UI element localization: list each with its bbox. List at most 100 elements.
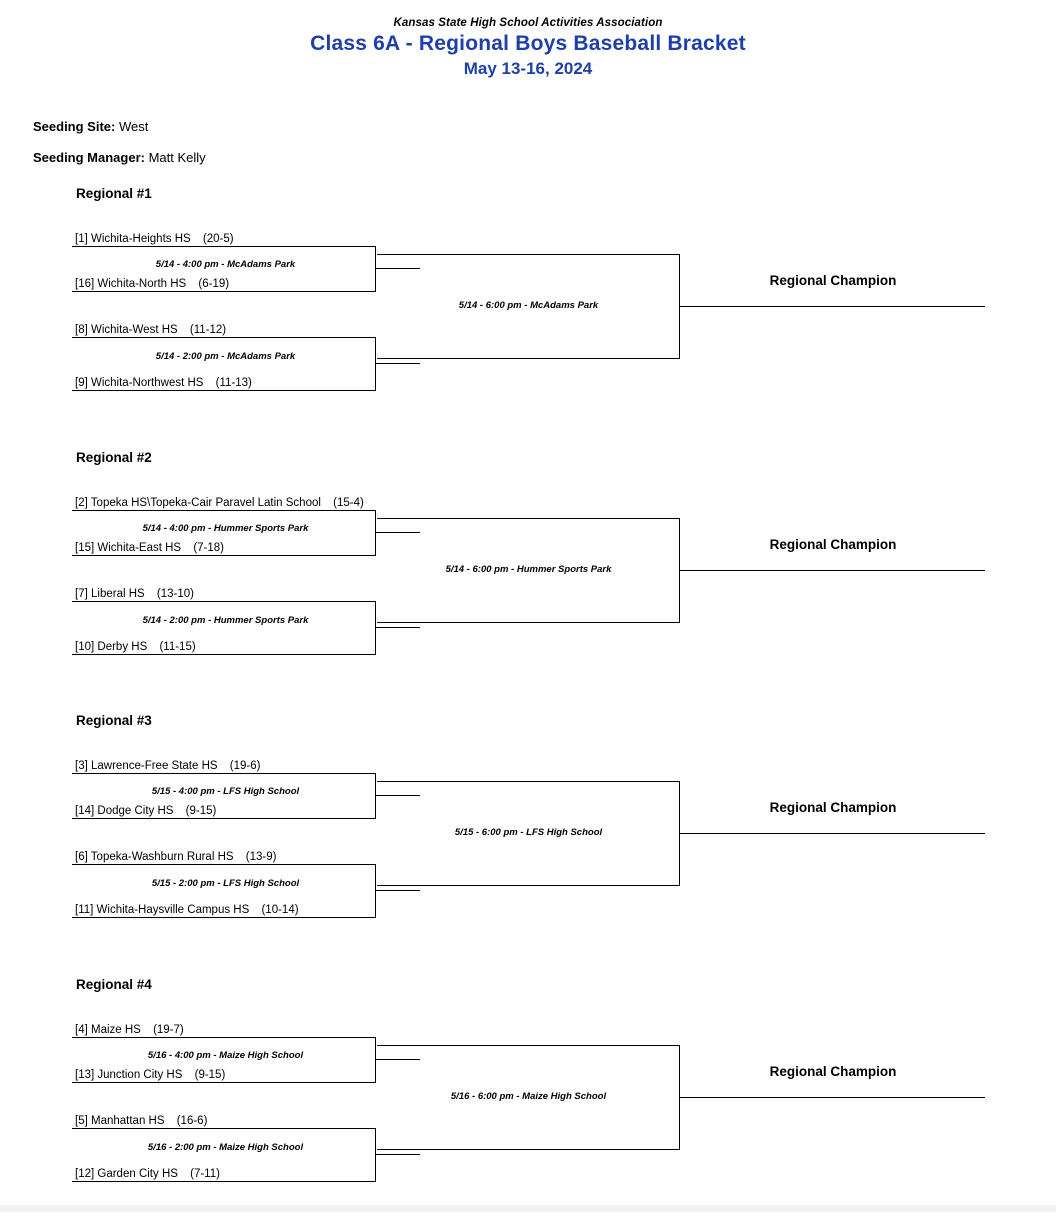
page-title: Class 6A - Regional Boys Baseball Bracke… xyxy=(310,32,746,55)
event-dates: May 13-16, 2024 xyxy=(463,59,593,78)
team-slot[interactable]: [16] Wichita-North HS (6-19) xyxy=(72,277,376,292)
team-slot[interactable]: [3] Lawrence-Free State HS (19-6) xyxy=(72,759,376,774)
team-seed: [11] xyxy=(75,904,94,916)
team-slot[interactable]: [2] Topeka HS\Topeka-Cair Paravel Latin … xyxy=(72,496,376,511)
team-record: (11-12) xyxy=(189,324,227,336)
regional-champion-blank-line[interactable] xyxy=(683,1097,985,1098)
regional-champion-blank-line[interactable] xyxy=(683,833,985,834)
team-name: Wichita-Haysville Campus HS xyxy=(96,904,250,916)
team-slot[interactable]: [6] Topeka-Washburn Rural HS (13-9) xyxy=(72,850,376,865)
game-time-venue: 5/16 - 4:00 pm - Maize High School xyxy=(147,1050,304,1061)
team-seed: [9] xyxy=(75,377,88,389)
regional-champion-label: Regional Champion xyxy=(769,273,897,288)
team-record: (10-14) xyxy=(261,904,299,916)
bracket-connector-line xyxy=(376,890,420,891)
seeding-manager: Seeding Manager: Matt Kelly xyxy=(33,150,206,165)
regional-champion-label: Regional Champion xyxy=(769,1064,897,1079)
regional-bracket-4: Regional #4 [4] Maize HS (19-7) [13] Junct… xyxy=(0,977,1056,1217)
team-record: (13-9) xyxy=(245,851,277,863)
semifinal-time-venue: 5/14 - 6:00 pm - Hummer Sports Park xyxy=(445,564,612,575)
team-name: Garden City HS xyxy=(97,1168,178,1180)
team-name: Manhattan HS xyxy=(91,1115,165,1127)
game-time-venue: 5/14 - 2:00 pm - Hummer Sports Park xyxy=(142,615,309,626)
team-name: Wichita-Northwest HS xyxy=(91,377,204,389)
team-seed: [2] xyxy=(75,497,88,509)
team-name: Wichita-Heights HS xyxy=(91,233,191,245)
regional-bracket-2: Regional #2 [2] Topeka HS\Topeka-Cair Par… xyxy=(0,450,1056,690)
team-record: (6-19) xyxy=(198,278,230,290)
team-seed: [3] xyxy=(75,760,88,772)
team-seed: [12] xyxy=(75,1168,95,1180)
seeding-manager-value: Matt Kelly xyxy=(148,150,206,165)
team-record: (9-15) xyxy=(194,1069,226,1081)
footer-band xyxy=(0,1205,1056,1212)
team-slot[interactable]: [5] Manhattan HS (16-6) xyxy=(72,1114,376,1129)
team-name: Dodge City HS xyxy=(97,805,174,817)
regional-bracket-1: Regional #1 [1] Wichita-Heights HS (20-5)… xyxy=(0,186,1056,426)
team-seed: [7] xyxy=(75,588,88,600)
team-seed: [1] xyxy=(75,233,88,245)
regional-heading: Regional #3 xyxy=(76,713,152,728)
team-record: (19-7) xyxy=(153,1024,184,1036)
regional-champion-label: Regional Champion xyxy=(769,800,897,815)
seeding-manager-label: Seeding Manager: xyxy=(33,150,145,165)
regional-champion-label: Regional Champion xyxy=(769,537,897,552)
game-time-venue: 5/15 - 2:00 pm - LFS High School xyxy=(151,878,300,889)
team-slot[interactable]: [11] Wichita-Haysville Campus HS (10-14) xyxy=(72,903,376,918)
team-slot[interactable]: [14] Dodge City HS (9-15) xyxy=(72,804,376,819)
game-time-venue: 5/16 - 2:00 pm - Maize High School xyxy=(147,1142,304,1153)
seeding-site: Seeding Site: West xyxy=(33,119,148,134)
team-slot[interactable]: [10] Derby HS (11-15) xyxy=(72,640,376,655)
team-record: (19-6) xyxy=(229,760,261,772)
team-name: Topeka-Washburn Rural HS xyxy=(90,851,234,863)
regional-champion-blank-line[interactable] xyxy=(683,570,985,571)
association-name: Kansas State High School Activities Asso… xyxy=(393,17,663,29)
team-name: Lawrence-Free State HS xyxy=(91,760,218,772)
regional-heading: Regional #1 xyxy=(76,186,152,201)
first-round-game-box xyxy=(75,1129,376,1182)
team-record: (15-4) xyxy=(333,497,364,509)
team-record: (9-15) xyxy=(185,805,217,817)
team-name: Wichita-West HS xyxy=(91,324,178,336)
first-round-game-box xyxy=(75,602,376,655)
regional-heading: Regional #4 xyxy=(76,977,152,992)
team-slot[interactable]: [13] Junction City HS (9-15) xyxy=(72,1068,376,1083)
team-seed: [15] xyxy=(75,542,95,554)
team-record: (7-11) xyxy=(190,1168,220,1180)
first-round-game-box xyxy=(75,338,376,391)
seeding-site-label: Seeding Site: xyxy=(33,119,116,134)
team-seed: [4] xyxy=(75,1024,88,1036)
team-name: Junction City HS xyxy=(97,1069,183,1081)
team-slot[interactable]: [1] Wichita-Heights HS (20-5) xyxy=(72,232,376,247)
first-round-game-box xyxy=(75,247,376,292)
team-record: (20-5) xyxy=(202,233,234,245)
game-time-venue: 5/15 - 4:00 pm - LFS High School xyxy=(151,786,300,797)
team-record: (16-6) xyxy=(176,1115,208,1127)
team-slot[interactable]: [12] Garden City HS (7-11) xyxy=(72,1167,376,1182)
team-slot[interactable]: [8] Wichita-West HS (11-12) xyxy=(72,323,376,338)
team-slot[interactable]: [9] Wichita-Northwest HS (11-13) xyxy=(72,376,376,391)
team-seed: [6] xyxy=(75,851,88,863)
bracket-connector-line xyxy=(376,1154,420,1155)
semifinal-time-venue: 5/16 - 6:00 pm - Maize High School xyxy=(450,1091,607,1102)
team-slot[interactable]: [4] Maize HS (19-7) xyxy=(72,1023,376,1038)
game-time-venue: 5/14 - 4:00 pm - Hummer Sports Park xyxy=(142,523,309,534)
team-seed: [16] xyxy=(75,278,95,290)
team-record: (7-18) xyxy=(193,542,224,554)
bracket-connector-line xyxy=(376,532,420,533)
team-name: Maize HS xyxy=(91,1024,141,1036)
game-time-venue: 5/14 - 2:00 pm - McAdams Park xyxy=(155,351,296,362)
regional-champion-blank-line[interactable] xyxy=(683,306,985,307)
team-seed: [14] xyxy=(75,805,95,817)
team-seed: [10] xyxy=(75,641,95,653)
team-seed: [5] xyxy=(75,1115,88,1127)
regional-heading: Regional #2 xyxy=(76,450,152,465)
team-name: Wichita-North HS xyxy=(97,278,187,290)
team-slot[interactable]: [7] Liberal HS (13-10) xyxy=(72,587,376,602)
team-slot[interactable]: [15] Wichita-East HS (7-18) xyxy=(72,541,376,556)
team-record: (11-13) xyxy=(215,377,252,389)
bracket-connector-line xyxy=(376,795,420,796)
first-round-game-box xyxy=(75,865,376,918)
seeding-site-value: West xyxy=(118,119,149,134)
semifinal-time-venue: 5/15 - 6:00 pm - LFS High School xyxy=(454,827,603,838)
